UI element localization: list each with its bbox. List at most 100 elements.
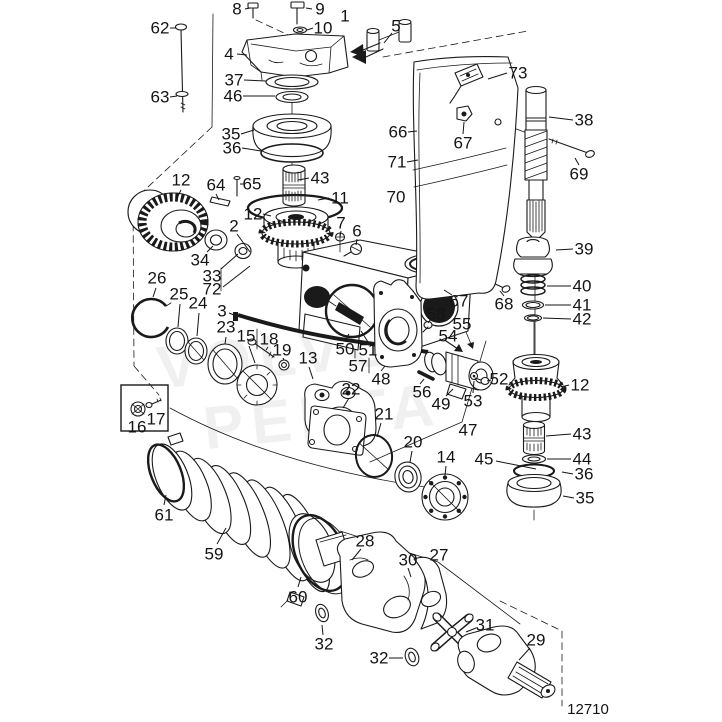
- part-label-41: 41: [573, 296, 592, 315]
- part-label-3: 3: [217, 302, 226, 321]
- part-label-69: 69: [570, 165, 589, 184]
- part-label-9: 9: [315, 0, 324, 19]
- part-label-67: 67: [454, 134, 473, 153]
- leader-line-12: [560, 384, 570, 388]
- part-label-7: 7: [336, 214, 345, 233]
- leader-line-26: [152, 287, 157, 298]
- part-label-73: 73: [509, 64, 528, 83]
- part-label-44: 44: [573, 450, 592, 469]
- part-label-2: 2: [229, 217, 238, 236]
- part-label-35: 35: [576, 489, 595, 508]
- part-label-49: 49: [432, 395, 451, 414]
- ring-42: [523, 314, 543, 322]
- leader-line-35: [240, 129, 255, 135]
- seal-32-right: [404, 647, 420, 667]
- leader-line-9: [305, 7, 313, 10]
- part-label-45: 45: [475, 450, 494, 469]
- leader-line-22: [342, 397, 350, 409]
- leader-line-14: [444, 465, 447, 476]
- part-label-12: 12: [571, 376, 590, 395]
- bearing-34: [204, 229, 228, 251]
- leader-line-63: [169, 95, 178, 98]
- leader-line-43: [297, 177, 310, 181]
- part-label-68: 68: [495, 295, 514, 314]
- leader-line-19: [282, 357, 285, 361]
- leader-line-20: [409, 450, 413, 463]
- leader-line-67: [462, 121, 465, 135]
- part-label-42: 42: [573, 310, 592, 329]
- pin-65: [233, 175, 241, 197]
- leader-line-23: [224, 336, 227, 345]
- part-label-12: 12: [172, 171, 191, 190]
- leader-line-10: [306, 27, 314, 31]
- part-label-53: 53: [464, 392, 483, 411]
- gear-12-right: [505, 353, 567, 423]
- splined-bushing-43-top: [282, 164, 306, 207]
- part-label-40: 40: [573, 277, 592, 296]
- leader-line-66: [407, 130, 418, 133]
- leader-line-37: [243, 79, 267, 82]
- leader-line-58: [427, 318, 432, 324]
- leader-line-28: [351, 548, 362, 561]
- inset-box-16-17: [120, 384, 169, 432]
- part-label-65: 65: [243, 175, 262, 194]
- part-label-21: 21: [375, 405, 394, 424]
- part-label-17: 17: [147, 410, 166, 429]
- part-label-70: 70: [387, 188, 406, 207]
- bearing-cup-35-right: [506, 473, 562, 521]
- gear-12-middle: [258, 206, 334, 269]
- ring-41: [521, 300, 545, 310]
- bolt-18: [247, 338, 275, 359]
- gasket-22: [307, 405, 367, 456]
- bearing-housing-39: [513, 236, 553, 278]
- leader-line-31: [465, 627, 477, 633]
- snap-ring-26: [130, 297, 172, 339]
- part-label-26: 26: [148, 269, 167, 288]
- leader-line-59: [216, 527, 227, 545]
- part-label-55: 55: [453, 315, 472, 334]
- part-label-36: 36: [223, 139, 242, 158]
- leader-line-56: [419, 378, 425, 385]
- yoke-28: [336, 531, 426, 634]
- leader-line-48: [380, 365, 386, 372]
- part-label-50: 50: [336, 340, 355, 359]
- part-label-52: 52: [490, 370, 509, 389]
- part-label-37: 37: [225, 71, 244, 90]
- part-label-35: 35: [222, 125, 241, 144]
- screw-6: [343, 242, 363, 257]
- leader-line-42: [542, 317, 572, 320]
- bolt-62-63: [174, 23, 189, 113]
- leader-line-5: [383, 32, 393, 44]
- part-label-71: 71: [388, 153, 407, 172]
- clamp-73: [449, 63, 484, 104]
- part-label-25: 25: [170, 285, 189, 304]
- leader-line-50: [344, 333, 350, 342]
- washer-44: [521, 454, 547, 464]
- part-label-39: 39: [575, 240, 594, 259]
- part-label-43: 43: [311, 169, 330, 188]
- part-label-15: 15: [237, 327, 256, 346]
- leader-line-52: [486, 379, 492, 382]
- part-label-32: 32: [370, 649, 389, 668]
- leader-line-36: [241, 147, 262, 152]
- leader-line-6: [355, 238, 358, 246]
- leader-line-12: [262, 213, 272, 217]
- pin-3: [233, 312, 238, 321]
- leader-line-13: [308, 366, 314, 380]
- leader-line-72: [222, 265, 251, 288]
- part-label-4: 4: [224, 45, 233, 64]
- seal-20: [394, 461, 422, 493]
- leader-line-45: [495, 460, 537, 470]
- leader-line-21: [376, 422, 382, 438]
- part-label-20: 20: [404, 433, 423, 452]
- leader-line-33: [220, 253, 239, 270]
- leader-line-3: [228, 312, 235, 316]
- leader-line-49: [445, 388, 454, 397]
- washer-46: [275, 90, 309, 117]
- leader-line-60: [297, 576, 302, 588]
- part-label-63: 63: [151, 88, 170, 107]
- cover-plate-66: [412, 56, 519, 300]
- part-label-46: 46: [224, 87, 243, 106]
